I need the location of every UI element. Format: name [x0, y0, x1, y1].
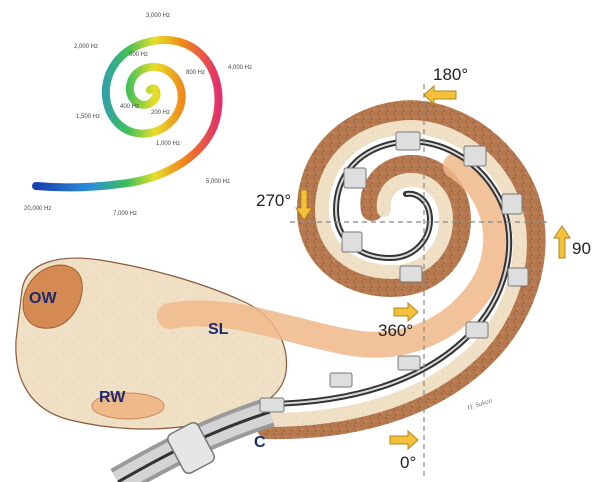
vestibule [16, 258, 287, 429]
frequency-spiral-curve [36, 40, 219, 187]
angle-label-360: 360° [378, 321, 413, 340]
electrode-contact [502, 194, 522, 214]
electrode-contact [508, 268, 528, 286]
arrow-180-icon [424, 86, 456, 104]
label-oval-window: OW [29, 290, 57, 307]
freq-label-3000: 3,000 Hz [146, 13, 170, 19]
freq-label-800: 800 Hz [186, 70, 205, 76]
angle-label-180: 180° [433, 65, 468, 84]
electrode-contact [400, 266, 422, 282]
electrode-contact [344, 168, 366, 188]
freq-label-600: 600 Hz [129, 52, 148, 58]
electrode-contact [398, 356, 420, 370]
arrow-0-icon [390, 431, 418, 449]
freq-label-400: 400 Hz [120, 104, 139, 110]
freq-label-5000: 5,000 Hz [206, 179, 230, 185]
label-cochleostomy: C [254, 434, 266, 451]
freq-label-1000: 1,000 Hz [156, 141, 180, 147]
freq-label-7000: 7,000 Hz [113, 211, 137, 217]
electrode-contact [330, 373, 352, 387]
angle-label-270: 270° [256, 191, 291, 210]
angle-label-90: 90 [572, 239, 591, 258]
electrode-contact [464, 146, 486, 166]
arrow-90-icon [554, 226, 570, 258]
freq-label-20000: 20,000 Hz [24, 206, 51, 212]
electrode-contact [342, 232, 362, 252]
freq-label-1500: 1,500 Hz [76, 114, 100, 120]
freq-label-2000: 2,000 Hz [74, 44, 98, 50]
freq-label-4000: 4,000 Hz [228, 65, 252, 71]
electrode-contact [260, 398, 284, 412]
artist-signature: H. Sakon [465, 396, 493, 412]
electrode-contact [396, 132, 420, 150]
arrow-360-icon [394, 303, 418, 321]
label-round-window: RW [99, 389, 126, 406]
angle-label-0: 0° [400, 453, 416, 472]
freq-label-200: 200 Hz [151, 110, 170, 116]
label-spiral-lamina: SL [208, 321, 229, 338]
frequency-spiral: 3,000 Hz 2,000 Hz 600 Hz 800 Hz 4,000 Hz… [24, 13, 252, 217]
electrode-contact [466, 322, 488, 338]
